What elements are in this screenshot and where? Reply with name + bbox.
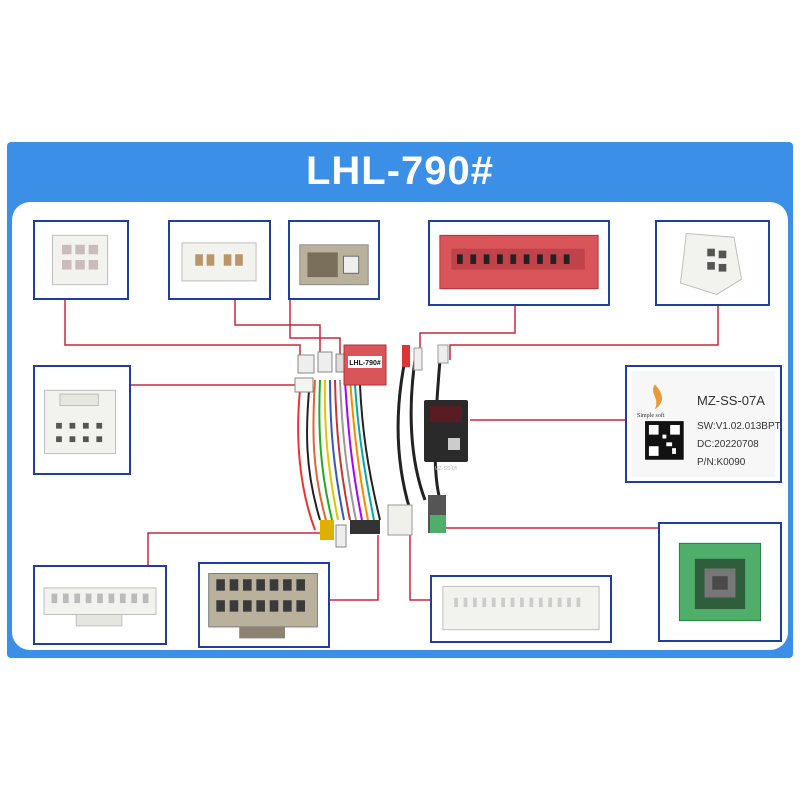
module-dc: DC:20220708 [697, 439, 759, 450]
connector-white-long [33, 565, 167, 645]
connector-white-flat [430, 575, 612, 643]
harness-label: LHL-790# [349, 360, 381, 367]
connector-gray [288, 220, 380, 300]
module-label-box: Simple soft MZ-SS-07A SW:V1.02.013BPT DC… [625, 365, 782, 483]
module-brand: Simple soft [637, 413, 665, 419]
connector-red [428, 220, 610, 306]
connector-white-wide [168, 220, 271, 300]
module-pn: P/N:K0090 [697, 457, 746, 468]
connector-white-small [33, 220, 129, 300]
module-model: MZ-SS-07A [697, 393, 765, 408]
connector-white-left [33, 365, 131, 475]
connector-white-angled [655, 220, 770, 306]
product-title: LHL-790# [305, 149, 495, 193]
module-sw: SW:V1.02.013BPT [697, 421, 781, 432]
connector-green [658, 522, 782, 642]
module-text: MZ-SS-05 [435, 466, 458, 472]
connector-gray-iso [198, 562, 330, 648]
